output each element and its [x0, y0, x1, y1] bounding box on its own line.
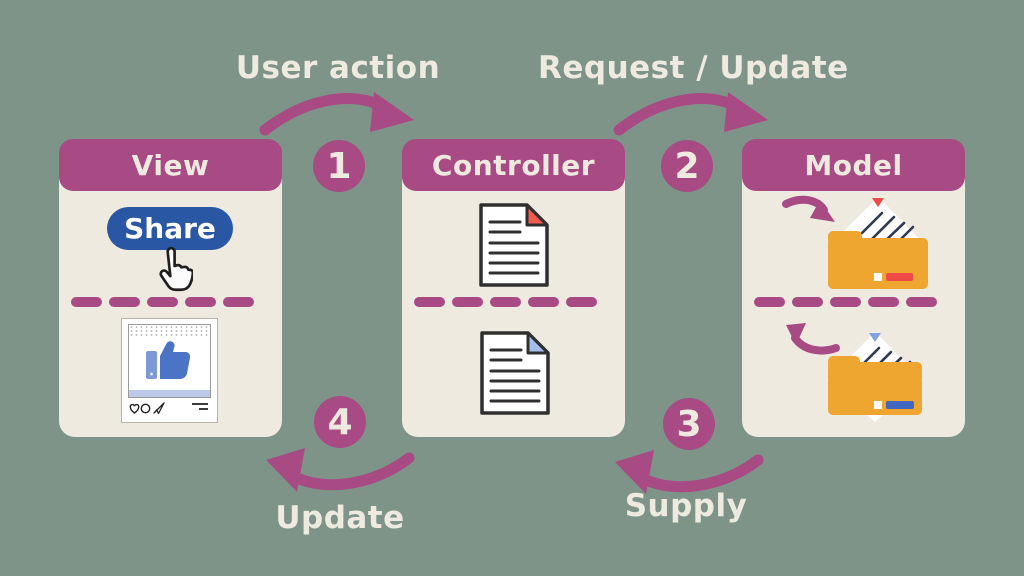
step-number: 1 [326, 145, 352, 187]
user-action-arrow-icon [259, 92, 414, 136]
send-icon [153, 402, 165, 415]
model-card-header: Model [742, 139, 965, 191]
controller-card-divider [414, 297, 613, 307]
view-card-title: View [131, 148, 210, 182]
file-into-folder-arrow-icon [782, 195, 835, 222]
model-card-title: Model [804, 148, 903, 182]
view-card: View Share [59, 139, 282, 437]
post-dotted-header [129, 325, 210, 336]
store-file-folder-icon [782, 195, 928, 290]
post-photo-bar [129, 390, 210, 397]
step-badge-4: 4 [314, 396, 366, 448]
social-post-card [121, 318, 218, 423]
view-card-header: View [59, 139, 282, 191]
heart-icon [129, 403, 140, 414]
step-badge-3: 3 [663, 398, 715, 450]
supply-arrow-icon [615, 450, 764, 494]
flow-label-supply: Supply [624, 488, 748, 524]
model-card-divider [754, 297, 953, 307]
request-document-icon [479, 203, 549, 287]
view-card-divider [71, 297, 270, 307]
response-document-icon [480, 331, 550, 415]
post-action-icons [129, 402, 165, 415]
step-badge-2: 2 [661, 140, 713, 192]
update-arrow-icon [266, 448, 415, 492]
controller-card-title: Controller [431, 148, 596, 182]
step-badge-1: 1 [313, 140, 365, 192]
step-number: 4 [327, 401, 353, 443]
flow-label-request-update: Request / Update [538, 50, 849, 86]
fetch-file-folder-icon [786, 323, 923, 422]
step-number: 2 [674, 145, 700, 187]
flow-label-user-action: User action [235, 50, 441, 86]
cursor-hand-icon [159, 247, 193, 292]
share-button: Share [107, 207, 233, 250]
file-out-of-folder-arrow-icon [786, 323, 840, 355]
post-photo [128, 324, 211, 398]
request-update-arrow-icon [613, 92, 768, 136]
post-footer [128, 398, 211, 418]
step-number: 3 [676, 403, 702, 445]
controller-card: Controller [402, 139, 625, 437]
flow-label-update: Update [275, 500, 405, 536]
controller-card-header: Controller [402, 139, 625, 191]
comment-icon [140, 403, 151, 414]
like-thumb-icon [146, 341, 191, 379]
post-text-lines [192, 403, 209, 413]
